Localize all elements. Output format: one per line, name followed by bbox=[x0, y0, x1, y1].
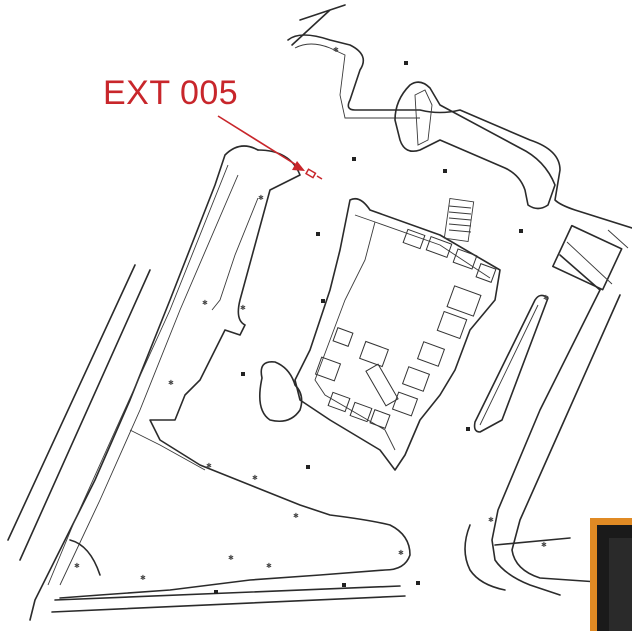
red-camera-marker-icon bbox=[305, 168, 317, 179]
svg-text:✱: ✱ bbox=[333, 46, 339, 54]
courtyard-planter bbox=[259, 361, 303, 423]
inset-photo-frame bbox=[590, 518, 632, 631]
east-service-building bbox=[552, 224, 629, 291]
svg-text:✱: ✱ bbox=[206, 462, 212, 470]
light-pole-markers bbox=[214, 61, 523, 594]
svg-text:✱: ✱ bbox=[252, 474, 258, 482]
camera-callout-label: EXT 005 bbox=[103, 74, 239, 112]
svg-text:✱: ✱ bbox=[266, 562, 272, 570]
east-drive-lane bbox=[491, 254, 601, 596]
svg-text:✱: ✱ bbox=[543, 294, 549, 302]
west-parking-lot bbox=[29, 145, 259, 621]
svg-text:✱: ✱ bbox=[293, 512, 299, 520]
building-rooms bbox=[314, 228, 497, 429]
svg-text:✱: ✱ bbox=[202, 299, 208, 307]
callout-arrowhead bbox=[292, 161, 305, 171]
svg-text:✱: ✱ bbox=[541, 541, 547, 549]
tree-markers: ✱ ✱ ✱ ✱ ✱ ✱ ✱ ✱ ✱ ✱ ✱ ✱ ✱ ✱ ✱ ✱ bbox=[74, 46, 549, 582]
svg-text:✱: ✱ bbox=[140, 574, 146, 582]
svg-text:✱: ✱ bbox=[228, 554, 234, 562]
camera-callout bbox=[217, 115, 323, 180]
north-landscape-area bbox=[287, 34, 632, 229]
callout-leader-line bbox=[217, 115, 299, 167]
entry-stairs bbox=[443, 198, 475, 242]
main-building bbox=[294, 197, 501, 471]
svg-text:✱: ✱ bbox=[488, 516, 494, 524]
svg-text:✱: ✱ bbox=[240, 304, 246, 312]
east-median-island bbox=[473, 294, 549, 433]
svg-text:✱: ✱ bbox=[258, 194, 264, 202]
t-shaped-island bbox=[394, 81, 556, 210]
svg-text:✱: ✱ bbox=[398, 549, 404, 557]
svg-text:✱: ✱ bbox=[168, 379, 174, 387]
square-dot-icon bbox=[404, 61, 408, 65]
svg-text:✱: ✱ bbox=[74, 562, 80, 570]
